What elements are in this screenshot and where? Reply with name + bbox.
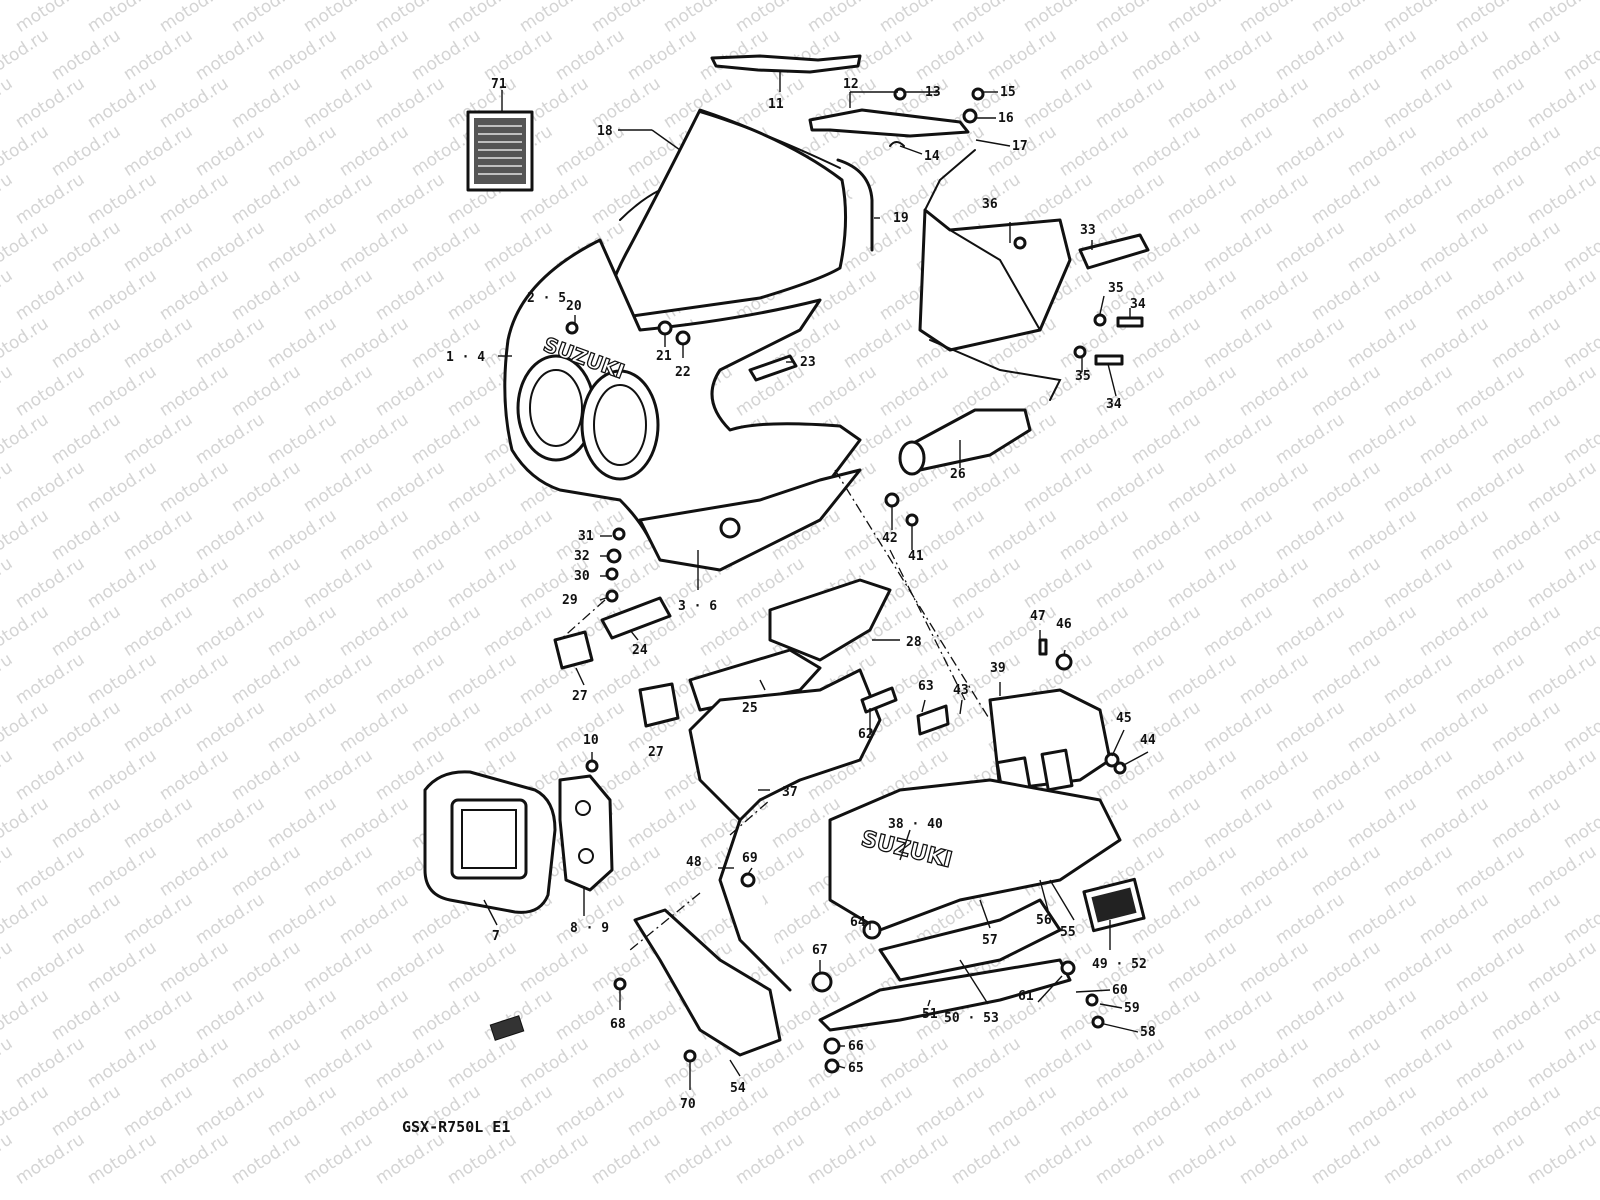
callout-51: 51 [922, 1007, 938, 1022]
callout-62: 62 [858, 727, 874, 742]
part-71-label-plate [466, 110, 534, 192]
model-label: GSX-R750L E1 [402, 1118, 510, 1136]
callout-22: 22 [675, 365, 691, 380]
callout-10: 10 [583, 733, 599, 748]
part-frame-bracket [918, 149, 1150, 401]
part-24-duct [600, 596, 672, 640]
callout-49-52: 49 · 52 [1092, 957, 1147, 972]
callout-leaders [483, 70, 1149, 1090]
callout-41: 41 [908, 549, 924, 564]
callout-61: 61 [1018, 989, 1034, 1004]
callout-64: 64 [850, 915, 866, 930]
part-51-belly-pan [818, 958, 1072, 1032]
part-54-lower-bracket [633, 908, 782, 1057]
part-25-duct [688, 648, 822, 712]
part-8-9-bracket [558, 774, 614, 892]
callout-32: 32 [574, 549, 590, 564]
part-18-windscreen [602, 108, 848, 322]
part-12-bracket [808, 108, 970, 138]
callout-60: 60 [1112, 983, 1128, 998]
callout-63: 63 [918, 679, 934, 694]
callout-8-9: 8 · 9 [570, 921, 609, 936]
headlight-openings [516, 354, 660, 481]
callout-27b: 27 [648, 745, 664, 760]
callout-27a: 27 [572, 689, 588, 704]
callout-48: 48 [686, 855, 702, 870]
callout-19: 19 [893, 211, 909, 226]
callout-18: 18 [597, 124, 613, 139]
callout-42: 42 [882, 531, 898, 546]
callout-34b: 34 [1106, 397, 1122, 412]
part-3-6-inner-panel [638, 468, 862, 572]
callout-36: 36 [982, 197, 998, 212]
part-38-40-under-cowl [828, 778, 1122, 932]
callout-24: 24 [632, 643, 648, 658]
part-27-left-grommet [553, 630, 594, 670]
parts-layer: SUZUKI SUZUKI [423, 54, 1150, 1074]
callout-71: 71 [491, 77, 507, 92]
callout-3-6: 3 · 6 [678, 599, 717, 614]
callout-30: 30 [574, 569, 590, 584]
callout-45: 45 [1116, 711, 1132, 726]
fasteners [565, 320, 1127, 1074]
callout-17: 17 [1012, 139, 1028, 154]
callout-67: 67 [812, 943, 828, 958]
callout-65: 65 [848, 1061, 864, 1076]
callout-55: 55 [1060, 925, 1076, 940]
callout-59: 59 [1124, 1001, 1140, 1016]
callout-14: 14 [924, 149, 940, 164]
callout-70: 70 [680, 1097, 696, 1112]
part-11-strip [710, 54, 862, 74]
callout-35a: 35 [1108, 281, 1124, 296]
callout-7: 7 [492, 929, 500, 944]
callout-labels: 71 11 12 13 15 16 17 14 18 19 36 33 35 3… [446, 77, 1156, 1112]
callout-38-40: 38 · 40 [888, 817, 943, 832]
part-23-plate [748, 354, 798, 382]
callout-54: 54 [730, 1081, 746, 1096]
part-19-trim [836, 158, 874, 252]
callout-28: 28 [906, 635, 922, 650]
callout-44: 44 [1140, 733, 1156, 748]
callout-31: 31 [578, 529, 594, 544]
callout-29: 29 [562, 593, 578, 608]
callout-11: 11 [768, 97, 784, 112]
callout-35b: 35 [1075, 369, 1091, 384]
part-49-52-emblem [1082, 877, 1146, 933]
callout-66: 66 [848, 1039, 864, 1054]
callout-15: 15 [1000, 85, 1016, 100]
part-27-mid-grommet [638, 682, 680, 728]
part-48-brace [718, 818, 792, 992]
callout-1-4: 1 · 4 [446, 350, 485, 365]
callout-34a: 34 [1130, 297, 1146, 312]
part-28-duct [768, 578, 892, 662]
callout-20: 20 [566, 299, 582, 314]
part-emblem-small [489, 1015, 525, 1041]
callout-33: 33 [1080, 223, 1096, 238]
callout-25: 25 [742, 701, 758, 716]
part-50-53-side-strip [878, 898, 1062, 982]
callout-21: 21 [656, 349, 672, 364]
callout-39: 39 [990, 661, 1006, 676]
callout-23: 23 [800, 355, 816, 370]
callout-37: 37 [782, 785, 798, 800]
callout-26: 26 [950, 467, 966, 482]
part-7-frame [423, 770, 557, 914]
callout-68: 68 [610, 1017, 626, 1032]
callout-47: 47 [1030, 609, 1046, 624]
callout-69: 69 [742, 851, 758, 866]
callout-58: 58 [1140, 1025, 1156, 1040]
callout-13: 13 [925, 85, 941, 100]
callout-46: 46 [1056, 617, 1072, 632]
callout-2-5: 2 · 5 [527, 291, 566, 306]
callout-43: 43 [953, 683, 969, 698]
callout-16: 16 [998, 111, 1014, 126]
callout-50-53: 50 · 53 [944, 1011, 999, 1026]
callout-12: 12 [843, 77, 859, 92]
callout-57: 57 [982, 933, 998, 948]
part-37-side-panel [688, 668, 882, 822]
callout-56: 56 [1036, 913, 1052, 928]
reference-lines [559, 469, 991, 951]
part-26-air-duct [908, 408, 1032, 472]
